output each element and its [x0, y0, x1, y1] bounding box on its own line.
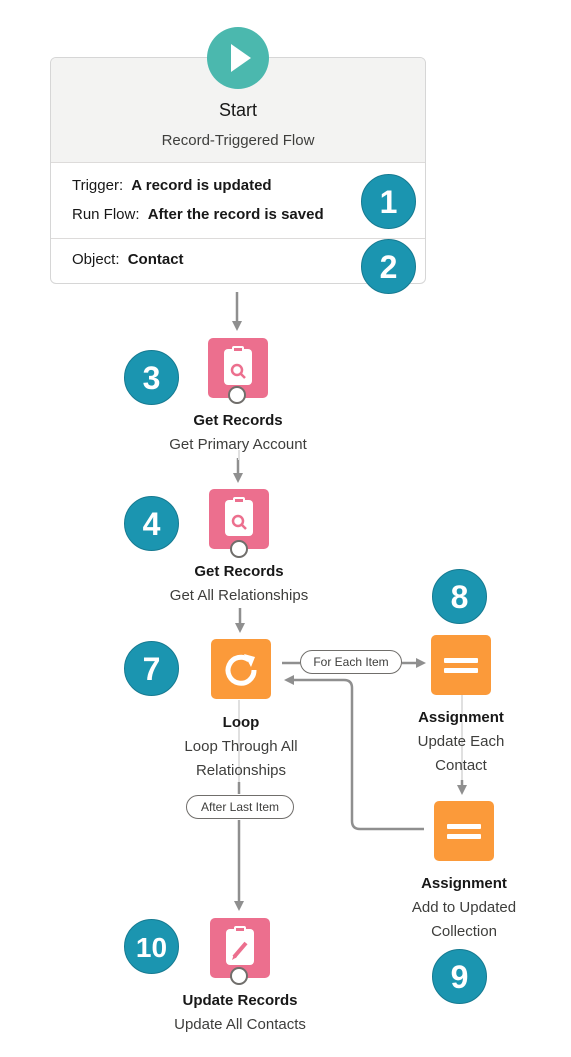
trigger-label: Trigger: — [72, 177, 124, 194]
step-badge-1: 1 — [361, 174, 416, 229]
after-last-item-connector-label[interactable]: After Last Item — [186, 795, 294, 819]
object-value: Contact — [127, 251, 184, 268]
object-label: Object: — [72, 251, 120, 268]
edge-assign-back-to-loop — [284, 675, 424, 831]
node-connector[interactable] — [230, 967, 248, 985]
node-type: Get Records — [194, 563, 284, 580]
node-type: Loop — [222, 714, 260, 731]
section-divider — [51, 238, 425, 239]
start-subtitle: Record-Triggered Flow — [161, 132, 315, 149]
node-type: Assignment — [421, 875, 507, 892]
node-connector[interactable] — [228, 386, 246, 404]
node-type: Update Records — [182, 992, 298, 1009]
run-flow-row: Run Flow: After the record is saved — [72, 206, 324, 223]
get-all-relationships-node[interactable] — [209, 489, 269, 549]
equals-icon — [444, 658, 478, 663]
equals-icon — [447, 824, 481, 829]
assignment-add-to-collection-node[interactable] — [434, 801, 494, 861]
step-badge-3: 3 — [124, 350, 179, 405]
node-type: Assignment — [418, 709, 504, 726]
loop-label: Loop — [141, 714, 341, 731]
get-primary-account-label: Get Records — [138, 412, 338, 429]
play-icon[interactable] — [207, 27, 269, 89]
step-badge-10: 10 — [124, 919, 179, 974]
update-records-label: Update Records — [140, 992, 340, 1009]
trigger-value: A record is updated — [131, 177, 272, 194]
step-badge-4: 4 — [124, 496, 179, 551]
loop-name-line1: Loop Through All — [184, 738, 298, 755]
clipboard-pencil-icon — [226, 929, 254, 965]
assignment-add-label: Assignment — [364, 875, 564, 892]
run-flow-value: After the record is saved — [147, 206, 324, 223]
step-badge-2: 2 — [361, 239, 416, 294]
assignment-add-name-line1: Add to Updated — [411, 899, 517, 916]
assignment-update-label: Assignment — [361, 709, 561, 726]
run-flow-label: Run Flow: — [72, 206, 140, 223]
assignment-update-name-line1: Update Each — [417, 733, 505, 750]
step-badge-8: 8 — [432, 569, 487, 624]
get-all-relationships-name: Get All Relationships — [169, 587, 309, 604]
loop-name-line2: Relationships — [195, 762, 287, 779]
update-all-contacts-node[interactable] — [210, 918, 270, 978]
start-title: Start — [218, 100, 257, 120]
assignment-add-name-line2: Collection — [431, 923, 497, 940]
get-primary-account-node[interactable] — [208, 338, 268, 398]
loop-icon — [225, 654, 257, 686]
update-records-name: Update All Contacts — [174, 1016, 306, 1033]
loop-node[interactable] — [211, 639, 271, 699]
clipboard-search-icon — [225, 500, 253, 536]
node-connector[interactable] — [230, 540, 248, 558]
node-type: Get Records — [193, 412, 283, 429]
for-each-item-connector-label[interactable]: For Each Item — [300, 650, 402, 674]
clipboard-search-icon — [224, 349, 252, 385]
object-row: Object: Contact — [72, 251, 184, 268]
trigger-row: Trigger: A record is updated — [72, 177, 272, 194]
assignment-update-name-line2: Contact — [435, 757, 487, 774]
step-badge-7: 7 — [124, 641, 179, 696]
step-badge-9: 9 — [432, 949, 487, 1004]
get-all-relationships-label: Get Records — [139, 563, 339, 580]
assignment-update-each-contact-node[interactable] — [431, 635, 491, 695]
get-primary-account-name: Get Primary Account — [169, 436, 307, 453]
